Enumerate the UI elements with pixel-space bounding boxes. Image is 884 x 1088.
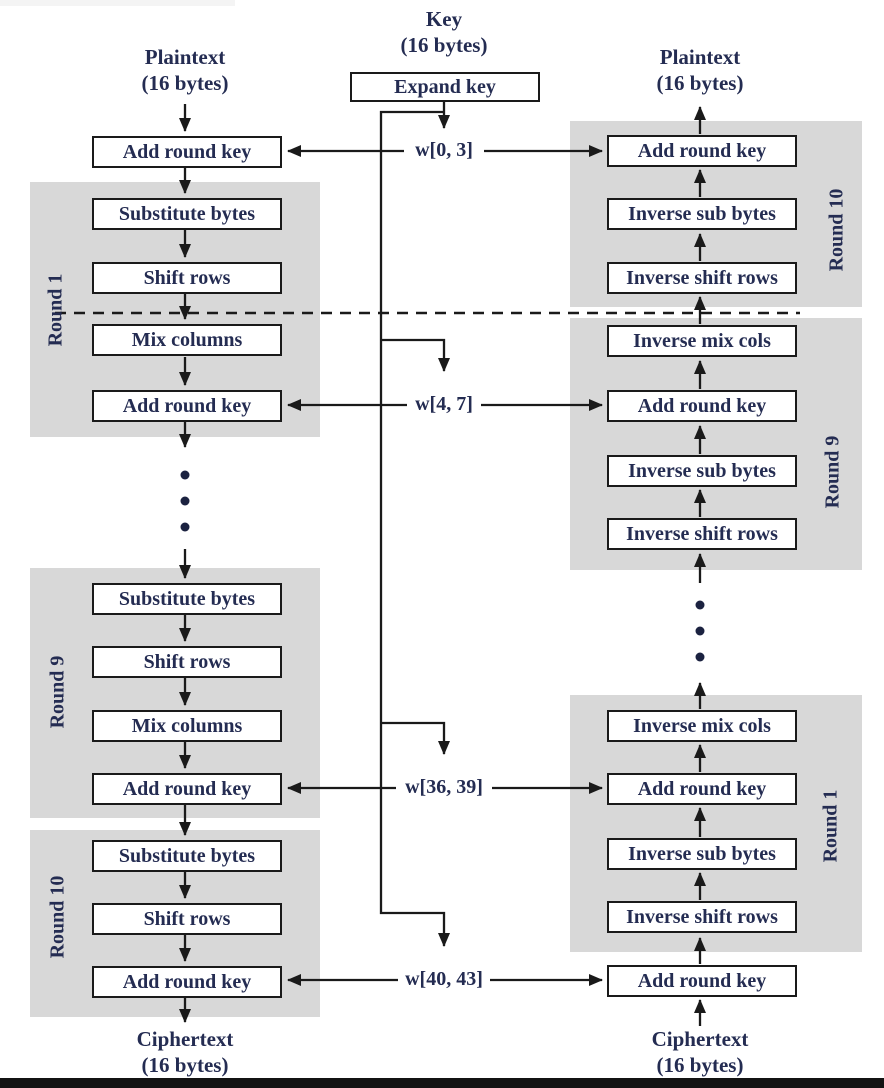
key-line2: (16 bytes): [400, 33, 488, 57]
box-enc-r9-shift-rows: Shift rows: [92, 646, 282, 678]
plaintext-top-left-label: Plaintext (16 bytes): [75, 44, 295, 96]
top-left-artifact: [0, 0, 235, 6]
box-enc-r9-mix-columns: Mix columns: [92, 710, 282, 742]
plaintext-line1: Plaintext: [659, 45, 741, 69]
box-enc-r9-add-round-key: Add round key: [92, 773, 282, 805]
plaintext-line2: (16 bytes): [141, 71, 229, 95]
encryption-flow-arrows: [179, 104, 191, 1023]
decrypt-round10-label: Round 10: [825, 188, 848, 272]
box-dec-r1-inverse-mix-cols: Inverse mix cols: [607, 710, 797, 742]
w-label-0-3: w[0, 3]: [415, 139, 473, 161]
encrypt-round9-label: Round 9: [46, 655, 69, 729]
decryption-flow-arrows: [694, 106, 706, 1026]
ciphertext-bottom-left-label: Ciphertext (16 bytes): [75, 1026, 295, 1078]
box-dec-r10-inverse-shift-rows: Inverse shift rows: [607, 262, 797, 294]
w-label-40-43: w[40, 43]: [405, 968, 483, 990]
plaintext-line1: Plaintext: [144, 45, 226, 69]
box-final-add-round-key: Add round key: [607, 965, 797, 997]
box-enc-r1-substitute-bytes: Substitute bytes: [92, 198, 282, 230]
decrypt-round9-label: Round 9: [821, 435, 844, 509]
encrypt-round10-label: Round 10: [46, 875, 69, 959]
box-dec-r9-inverse-mix-cols: Inverse mix cols: [607, 325, 797, 357]
ciphertext-line1: Ciphertext: [651, 1027, 749, 1051]
box-dec-r9-add-round-key: Add round key: [607, 390, 797, 422]
box-dec-r1-inverse-shift-rows: Inverse shift rows: [607, 901, 797, 933]
box-enc-r10-shift-rows: Shift rows: [92, 903, 282, 935]
box-enc-r1-shift-rows: Shift rows: [92, 262, 282, 294]
decrypt-round1-label: Round 1: [819, 789, 842, 863]
box-initial-add-round-key: Add round key: [92, 136, 282, 168]
bottom-border-bar: [0, 1078, 884, 1088]
box-dec-r9-inverse-shift-rows: Inverse shift rows: [607, 518, 797, 550]
ciphertext-line1: Ciphertext: [136, 1027, 234, 1051]
box-dec-r1-add-round-key: Add round key: [607, 773, 797, 805]
ciphertext-line2: (16 bytes): [141, 1053, 229, 1077]
box-enc-r1-add-round-key: Add round key: [92, 390, 282, 422]
encrypt-round1-label: Round 1: [44, 273, 67, 347]
box-dec-r10-inverse-sub-bytes: Inverse sub bytes: [607, 198, 797, 230]
box-dec-r1-inverse-sub-bytes: Inverse sub bytes: [607, 838, 797, 870]
w-label-4-7: w[4, 7]: [415, 393, 473, 415]
box-enc-r1-mix-columns: Mix columns: [92, 324, 282, 356]
box-expand-key: Expand key: [350, 72, 540, 102]
key-schedule-wires: [287, 102, 603, 986]
box-enc-r10-substitute-bytes: Substitute bytes: [92, 840, 282, 872]
ciphertext-bottom-right-label: Ciphertext (16 bytes): [590, 1026, 810, 1078]
box-dec-r10-add-round-key: Add round key: [607, 135, 797, 167]
plaintext-line2: (16 bytes): [656, 71, 744, 95]
box-enc-r10-add-round-key: Add round key: [92, 966, 282, 998]
w-label-36-39: w[36, 39]: [405, 776, 483, 798]
key-line1: Key: [425, 7, 463, 31]
box-dec-r9-inverse-sub-bytes: Inverse sub bytes: [607, 455, 797, 487]
key-top-label: Key (16 bytes): [334, 6, 554, 58]
box-enc-r9-substitute-bytes: Substitute bytes: [92, 583, 282, 615]
plaintext-top-right-label: Plaintext (16 bytes): [590, 44, 810, 96]
ciphertext-line2: (16 bytes): [656, 1053, 744, 1077]
